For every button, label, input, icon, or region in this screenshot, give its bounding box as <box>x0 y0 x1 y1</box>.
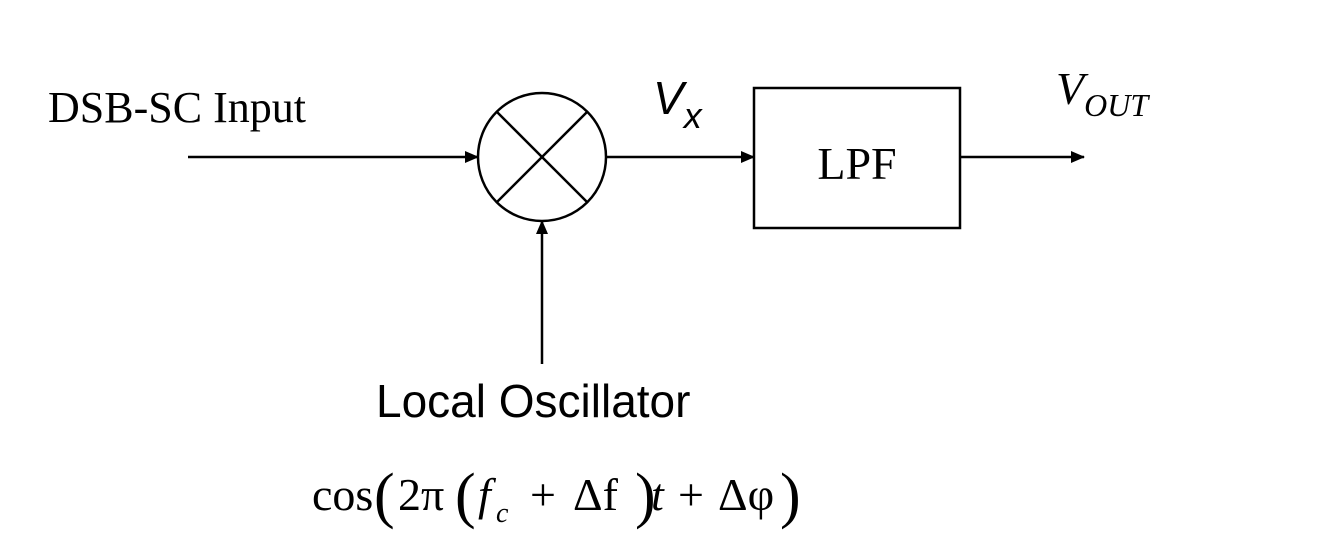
lpf-label: LPF <box>817 138 896 189</box>
formula-delta-f: Δf <box>573 469 619 520</box>
mixer-cross-2 <box>496 111 588 203</box>
formula-paren-open-1: ( <box>374 462 395 530</box>
intermediate-subscript: x <box>682 95 704 136</box>
output-label: VOUT <box>1056 63 1150 123</box>
intermediate-symbol: V <box>653 72 688 124</box>
output-symbol: V <box>1056 63 1089 114</box>
formula-paren-open-2: ( <box>455 462 476 530</box>
oscillator-formula: cos ( 2π ( f c + Δf ) t + Δφ ) <box>312 462 801 530</box>
oscillator-label: Local Oscillator <box>376 375 690 427</box>
formula-cos: cos <box>312 469 373 520</box>
output-subscript: OUT <box>1084 87 1150 123</box>
formula-paren-close-2: ) <box>635 462 656 530</box>
input-label: DSB-SC Input <box>48 83 306 132</box>
mixer <box>476 91 608 223</box>
formula-plus-2: + <box>678 469 704 520</box>
formula-c: c <box>496 498 509 529</box>
formula-paren-close-1: ) <box>780 462 801 530</box>
formula-t: t <box>651 469 665 520</box>
formula-f: f <box>478 469 497 520</box>
formula-delta-phi: Δφ <box>718 469 774 520</box>
intermediate-label: Vx <box>653 72 704 136</box>
formula-plus-1: + <box>530 469 556 520</box>
formula-two-pi: 2π <box>398 469 444 520</box>
